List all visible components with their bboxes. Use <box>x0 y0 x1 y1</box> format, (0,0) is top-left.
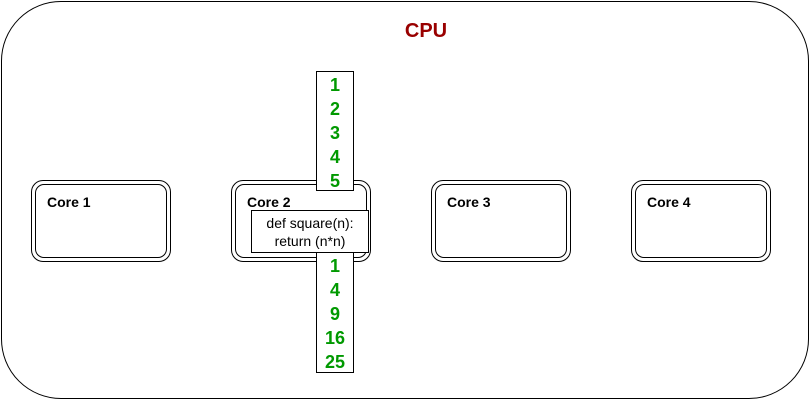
output-item-5: 25 <box>324 352 346 372</box>
square-function-box: def square(n): return (n*n) <box>251 210 369 253</box>
core-4[interactable]: Core 4 <box>631 180 771 262</box>
input-item-2: 2 <box>329 99 340 119</box>
output-item-3: 9 <box>329 304 340 324</box>
core-1-label: Core 1 <box>47 194 91 210</box>
input-item-3: 3 <box>329 123 340 143</box>
function-return-line: return (n*n) <box>274 233 346 249</box>
core-1[interactable]: Core 1 <box>31 180 171 262</box>
core-3-label: Core 3 <box>447 194 491 210</box>
function-def-line: def square(n): <box>266 215 354 231</box>
output-list: 1 4 9 16 25 <box>316 252 354 373</box>
core-2-label: Core 2 <box>247 194 291 210</box>
core-4-label: Core 4 <box>647 194 691 210</box>
cpu-title: CPU <box>404 20 448 42</box>
input-list: 1 2 3 4 5 <box>316 71 354 191</box>
output-item-4: 16 <box>324 328 346 348</box>
output-item-2: 4 <box>329 280 340 300</box>
core-3[interactable]: Core 3 <box>431 180 571 262</box>
input-item-4: 4 <box>329 147 340 167</box>
input-item-1: 1 <box>329 75 340 95</box>
output-item-1: 1 <box>329 256 340 276</box>
input-item-5: 5 <box>329 171 340 191</box>
